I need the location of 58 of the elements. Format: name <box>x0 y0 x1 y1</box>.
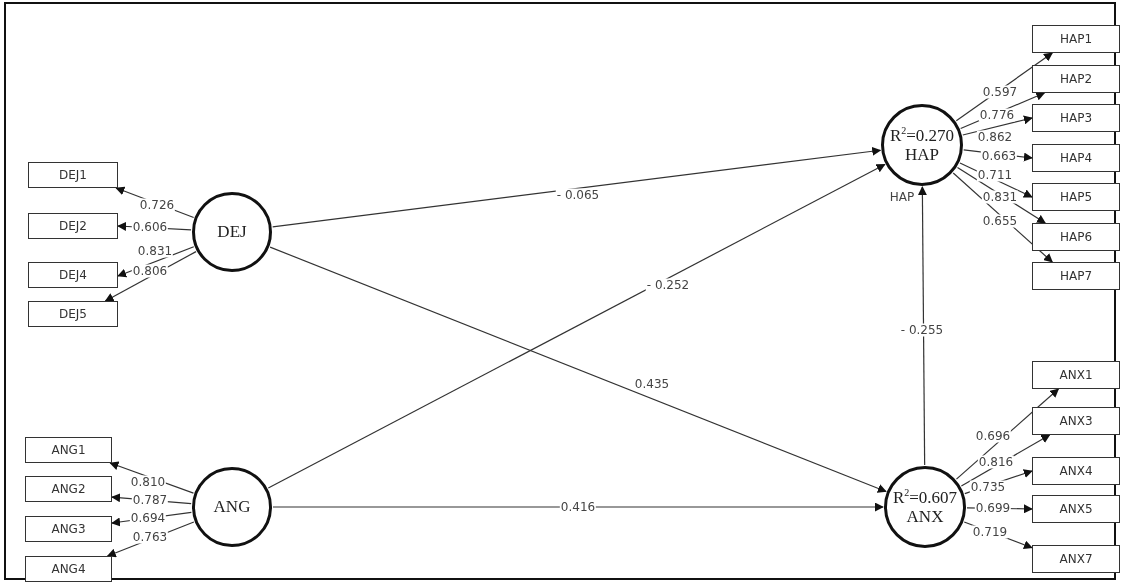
edge-label: - 0.255 <box>899 323 945 337</box>
construct-label: ANX <box>906 507 944 527</box>
edge-label: 0.719 <box>971 525 1009 539</box>
edge-label: 0.696 <box>974 429 1012 443</box>
indicator-box: HAP7 <box>1032 262 1120 290</box>
construct-label: ANG <box>213 497 251 517</box>
indicator-box: ANG2 <box>25 476 112 502</box>
construct-label: R$^{2}$=0.270 <box>889 125 955 146</box>
indicator-box: HAP1 <box>1032 25 1120 53</box>
indicator-box: ANX3 <box>1032 407 1120 435</box>
edge-label: 0.694 <box>129 511 167 525</box>
edge-label: 0.787 <box>131 493 169 507</box>
construct-label: DEJ <box>217 222 247 242</box>
edge-label: 0.663 <box>980 149 1018 163</box>
arrow <box>917 186 927 466</box>
edge-label: 0.597 <box>981 85 1019 99</box>
arrow <box>267 163 886 489</box>
indicator-box: HAP2 <box>1032 65 1120 93</box>
edge-label: 0.862 <box>976 130 1014 144</box>
edge-label: 0.735 <box>969 480 1007 494</box>
edge-label: 0.763 <box>131 530 169 544</box>
indicator-box: DEJ4 <box>28 262 118 288</box>
arrow <box>272 502 884 512</box>
indicator-box: ANX5 <box>1032 495 1120 523</box>
construct-label: HAP <box>905 145 939 165</box>
indicator-box: HAP4 <box>1032 144 1120 172</box>
arrow <box>269 246 887 493</box>
indicator-box: ANG4 <box>25 556 112 582</box>
arrow <box>272 146 882 228</box>
edge-label: 0.699 <box>974 501 1012 515</box>
edge-label: 0.831 <box>136 244 174 258</box>
edge-label: 0.831 <box>981 190 1019 204</box>
edge-label: 0.806 <box>131 264 169 278</box>
edge-label: 0.711 <box>976 168 1014 182</box>
indicator-box: ANX4 <box>1032 457 1120 485</box>
indicator-box: ANX1 <box>1032 361 1120 389</box>
indicator-box: HAP3 <box>1032 104 1120 132</box>
indicator-box: HAP6 <box>1032 223 1120 251</box>
indicator-box: ANG1 <box>25 437 112 463</box>
construct-caption: HAP <box>889 190 915 204</box>
edge-label: 0.810 <box>129 475 167 489</box>
indicator-box: ANG3 <box>25 516 112 542</box>
arrow <box>962 115 1033 136</box>
indicator-box: DEJ2 <box>28 213 118 239</box>
edge-label: 0.416 <box>559 500 597 514</box>
edge-label: 0.816 <box>977 455 1015 469</box>
construct-label: R$^{2}$=0.607 <box>892 487 958 508</box>
edge-label: 0.435 <box>633 377 671 391</box>
edge-label: - 0.252 <box>645 278 691 292</box>
edge-label: - 0.065 <box>555 188 601 202</box>
indicator-box: DEJ5 <box>28 301 118 327</box>
indicator-box: DEJ1 <box>28 162 118 188</box>
indicator-box: ANX7 <box>1032 545 1120 573</box>
edge-label: 0.726 <box>138 198 176 212</box>
edge-label: 0.776 <box>978 108 1016 122</box>
indicator-box: HAP5 <box>1032 183 1120 211</box>
edge-label: 0.606 <box>131 220 169 234</box>
edge-label: 0.655 <box>981 214 1019 228</box>
